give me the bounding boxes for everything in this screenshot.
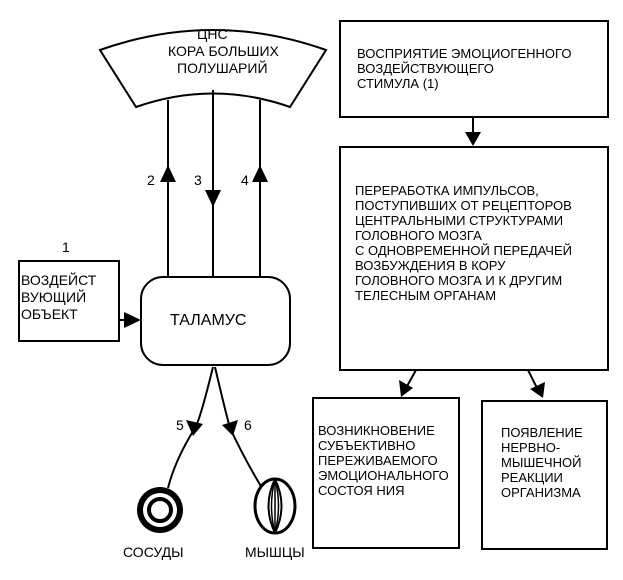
muscles-label: МЫШЦЫ (245, 544, 305, 560)
reaction-box (481, 400, 608, 550)
arrow-number-3: 3 (194, 172, 202, 188)
arrow-up-2-icon (160, 165, 176, 182)
muscle-fiber-3 (270, 478, 276, 534)
perception-to-processing-arrow-icon (465, 132, 481, 146)
muscle-fiber-1 (267, 478, 276, 534)
arrow-6-icon (222, 420, 238, 436)
reaction-box-text: ПОЯВЛЕНИЕ НЕРВНО- МЫШЕЧНОЙ РЕАКЦИИ ОРГАН… (501, 425, 583, 500)
vessels-label: СОСУДЫ (123, 544, 184, 560)
processing-box (339, 146, 609, 371)
perception-box-text: ВОСПРИЯТИЕ ЭМОЦИОГЕННОГО ВОЗДЕЙСТВУЮЩЕГО… (357, 46, 572, 91)
arrow-5-icon (186, 420, 203, 436)
arrow-number-1: 1 (62, 239, 70, 255)
vessel-inner-icon (147, 497, 173, 523)
arrow-number-4: 4 (241, 172, 249, 188)
arrow-number-2: 2 (147, 172, 155, 188)
cortex-shape (98, 29, 328, 109)
thalamus-shape (140, 276, 291, 366)
arrow-down-3-icon (205, 190, 221, 207)
processing-box-text: ПЕРЕРАБОТКА ИМПУЛЬСОВ, ПОСТУПИВШИХ ОТ РЕ… (355, 183, 572, 303)
perception-box (339, 20, 609, 118)
object-box (18, 260, 120, 342)
muscle-fiber-2 (274, 478, 283, 534)
muscle-fiber-4 (274, 478, 280, 534)
processing-to-emotion-arrow-icon (399, 380, 413, 397)
arrow-up-4-icon (252, 165, 268, 182)
cns-title: ЦНС (197, 26, 228, 42)
emotion-box (312, 397, 460, 549)
arrow-number-5: 5 (176, 417, 184, 433)
cortex-label-line2: ПОЛУШАРИЙ (177, 60, 268, 76)
processing-to-reaction-arrow-icon (530, 382, 545, 398)
processing-to-reaction-line (527, 369, 538, 389)
arrow-number-6: 6 (244, 417, 252, 433)
pathway-6-curve (214, 366, 263, 489)
object-to-thalamus-arrow-icon (124, 312, 141, 328)
cortex-label-line1: КОРА БОЛЬШИХ (168, 43, 279, 59)
object-box-text: ВОЗДЕЙСТ ВУЮЩИЙ ОБЪЕКТ (21, 272, 97, 322)
thalamus-label: ТАЛАМУС (170, 312, 247, 329)
emotion-box-text: ВОЗНИКНОВЕНИЕ СУБЪЕКТИВНО ПЕРЕЖИВАЕМОГО … (318, 423, 449, 498)
